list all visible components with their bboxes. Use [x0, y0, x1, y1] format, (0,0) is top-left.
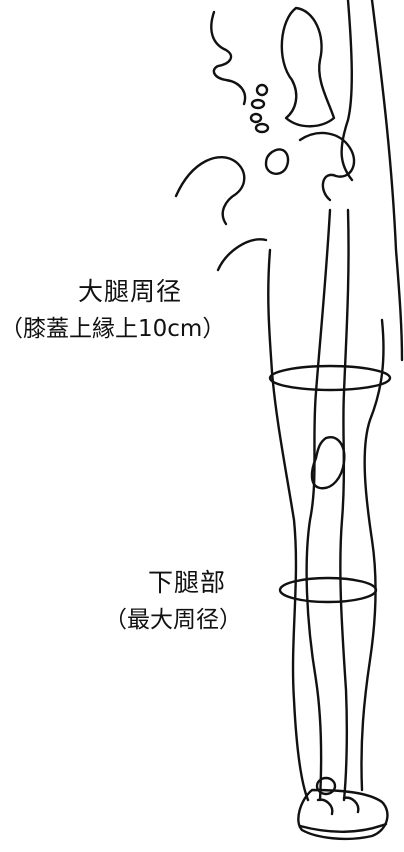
calf-measure-ring	[278, 576, 378, 604]
swirl-middle	[174, 156, 246, 226]
torso-outline-inner	[340, 0, 354, 182]
dot-1	[255, 83, 269, 97]
thigh-measure-position-label: （膝蓋上縁上10cm）	[0, 316, 226, 342]
shoe-strap-1	[316, 798, 334, 816]
ankle-knob	[315, 776, 337, 796]
shoe-outline	[297, 788, 389, 841]
leg-inner-left	[305, 208, 332, 802]
dot-2	[250, 98, 266, 110]
hip-shape	[280, 6, 336, 128]
hip-lower	[298, 131, 356, 202]
dot-3	[249, 112, 263, 124]
leg-outer-left	[267, 248, 310, 802]
shoe-strap-2	[342, 796, 360, 814]
torso-outline-right	[370, 0, 404, 362]
kneecap	[310, 436, 346, 490]
swirl-lower	[216, 238, 268, 272]
shoe-sole	[298, 822, 388, 833]
swirl-top	[210, 10, 247, 106]
calf-max-circumference-label: （最大周径）	[104, 607, 242, 633]
lower-leg-label: 下腿部	[148, 568, 227, 597]
leg-outer-right	[360, 318, 385, 792]
small-blob	[264, 148, 290, 175]
leg-inner-right	[339, 208, 350, 802]
thigh-measure-ring	[268, 364, 392, 392]
thigh-circumference-label: 大腿周径	[78, 277, 183, 306]
dot-4	[254, 122, 270, 134]
